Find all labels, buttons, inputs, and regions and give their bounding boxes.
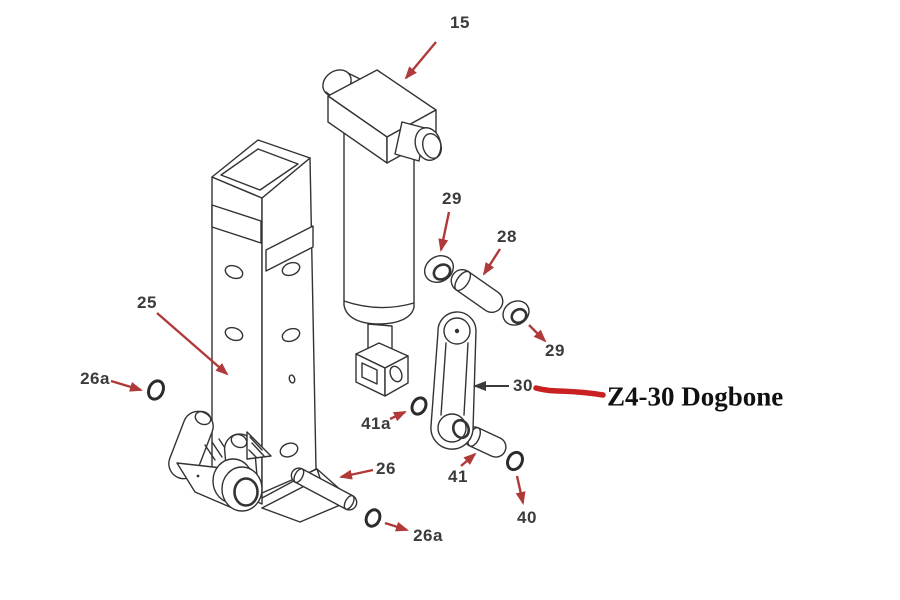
dogbone-link-30	[430, 311, 477, 450]
callout-15: 15	[450, 13, 470, 32]
pivot-bracket-assembly	[168, 410, 272, 512]
column-part-25	[211, 139, 317, 505]
callout-28: 28	[497, 227, 517, 246]
callout-41: 41	[448, 467, 468, 486]
callout-26a-bottom: 26a	[413, 526, 443, 545]
callout-26a-left: 26a	[80, 369, 110, 388]
actuator-part-15	[322, 69, 443, 397]
annotation-z4-30-dogbone: Z4-30 Dogbone	[607, 381, 784, 412]
pin-26	[290, 467, 358, 511]
bushing-29-lower	[502, 300, 530, 326]
oring-40	[506, 450, 524, 472]
callout-29-right: 29	[545, 341, 565, 360]
oring-26a-left	[147, 379, 165, 401]
oring-26a-bottom	[364, 508, 382, 528]
annotation-pointer-line	[533, 385, 606, 398]
callout-26: 26	[376, 459, 396, 478]
oring-41a	[410, 396, 428, 416]
pin-28	[450, 268, 504, 314]
callout-40: 40	[517, 508, 537, 527]
callout-25: 25	[137, 293, 157, 312]
callout-arrows	[110, 41, 606, 532]
callout-30: 30	[513, 376, 533, 395]
bushing-29-upper	[423, 255, 455, 283]
callout-29-top: 29	[442, 189, 462, 208]
callout-41a: 41a	[361, 414, 391, 433]
